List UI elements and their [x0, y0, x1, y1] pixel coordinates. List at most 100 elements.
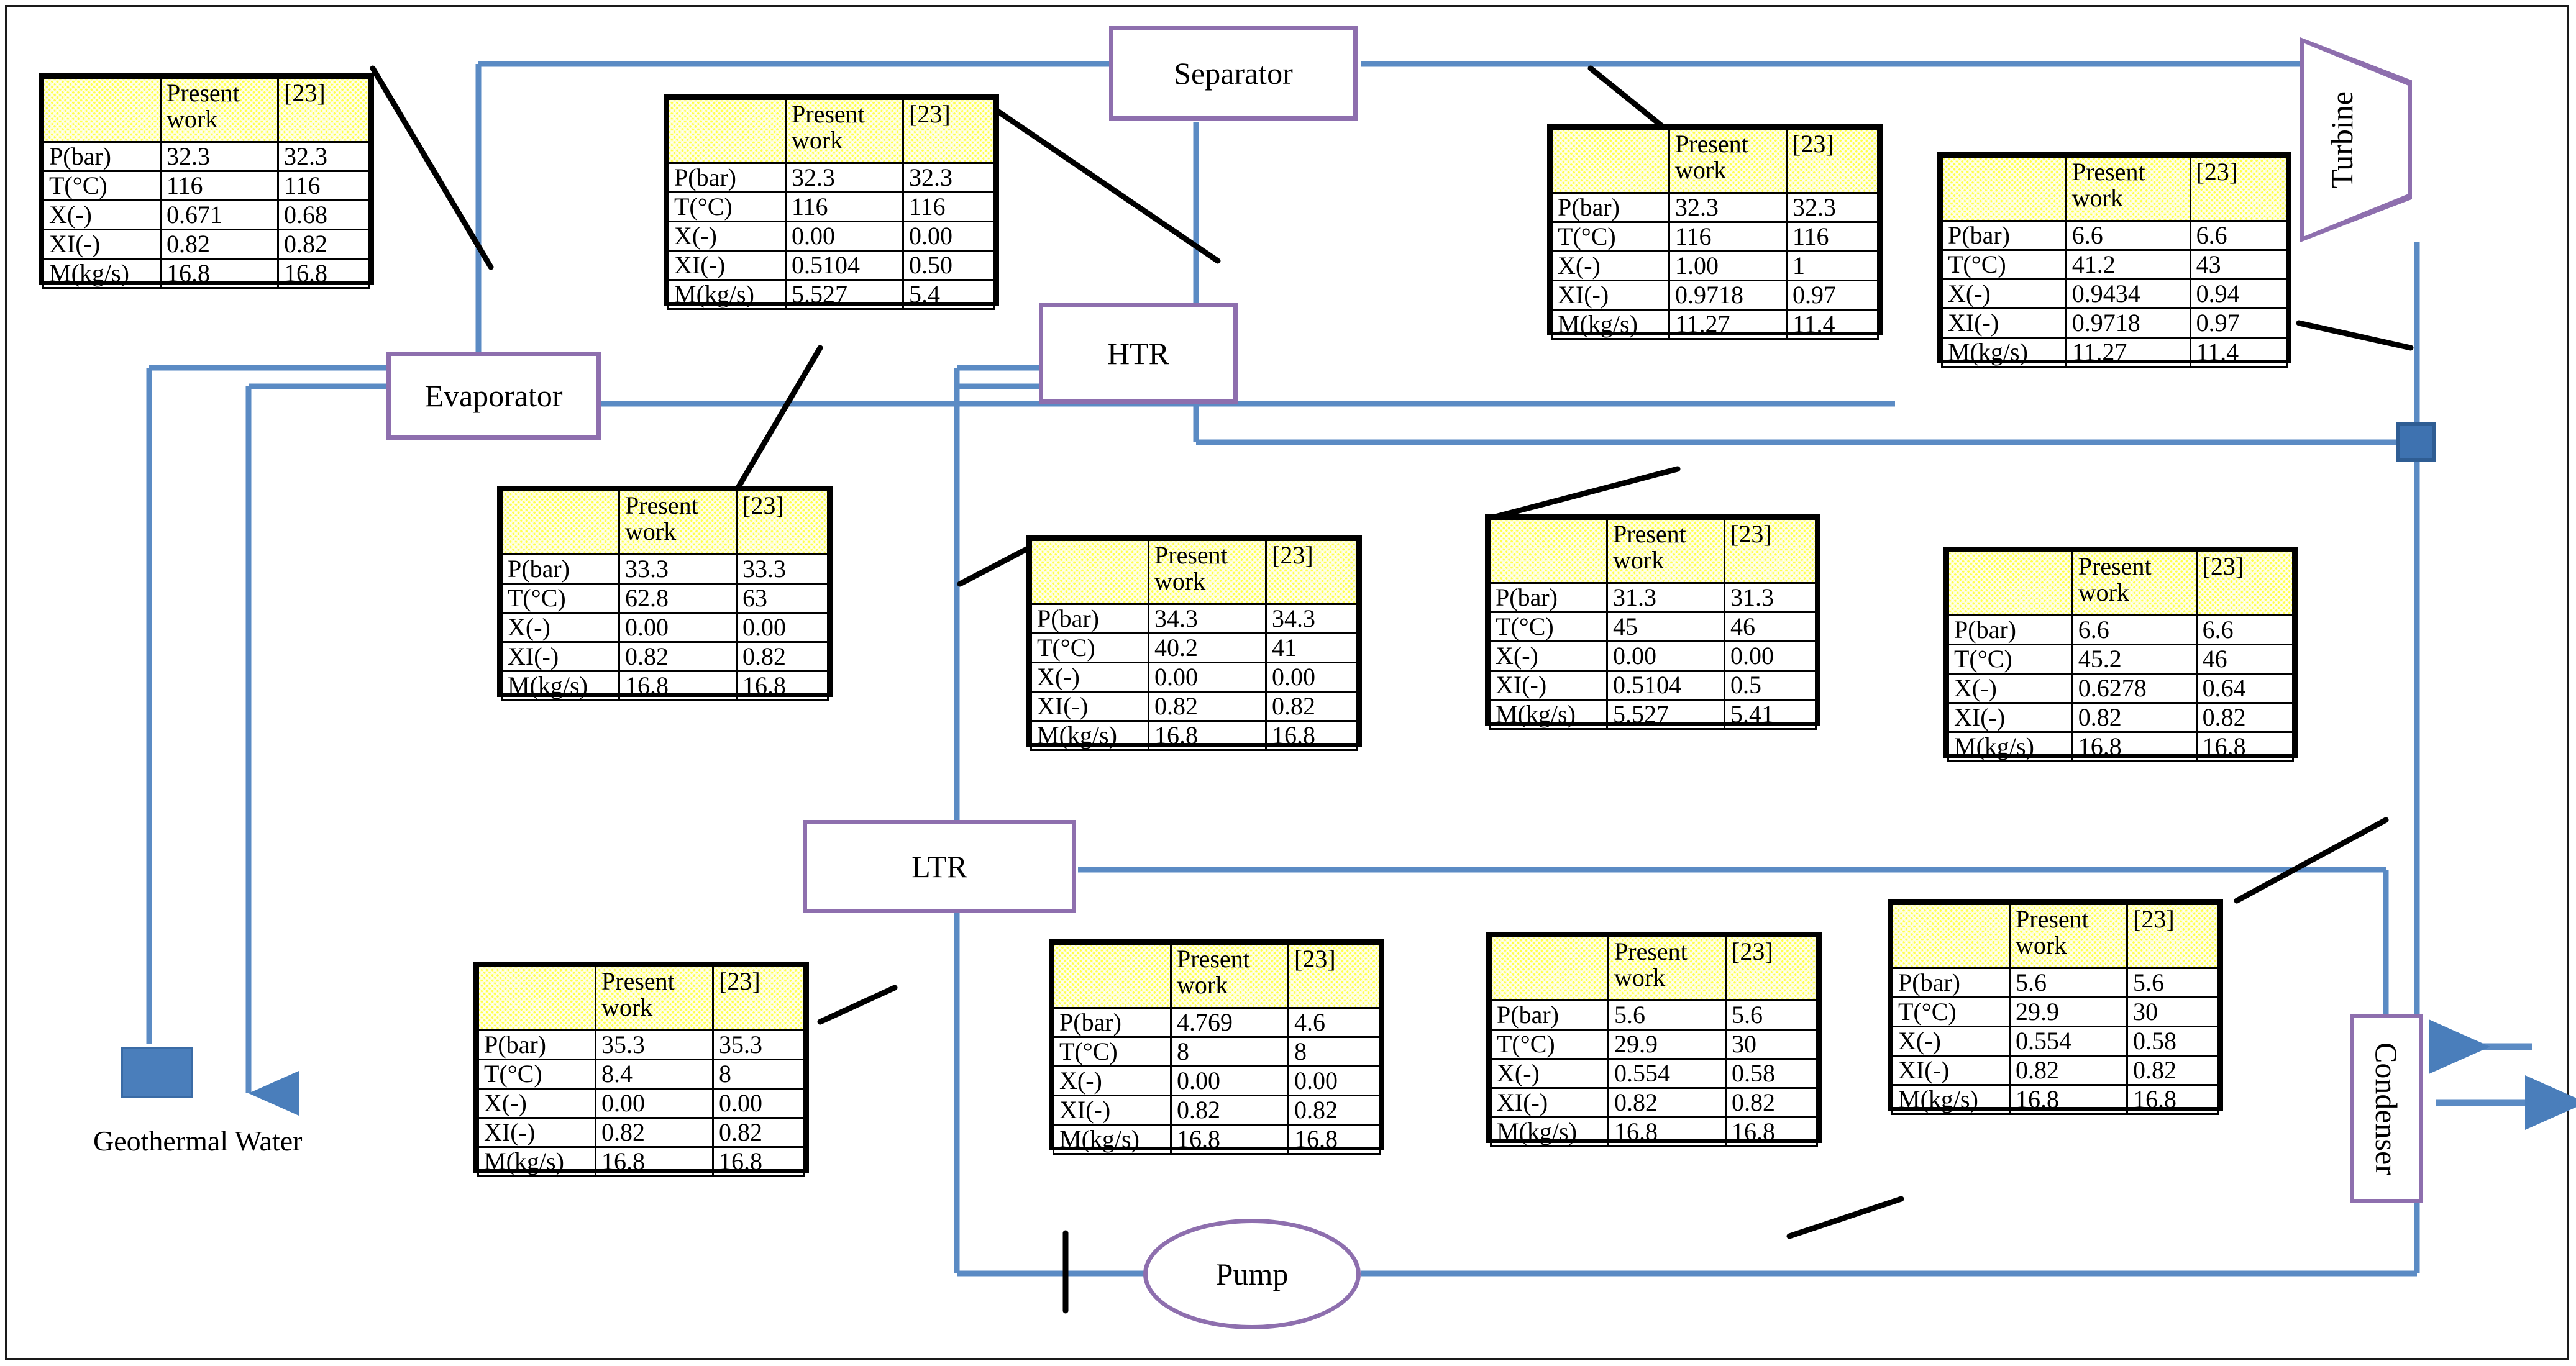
row-ref-value: 0.97	[1786, 280, 1879, 311]
row-present-value: 0.82	[1607, 1087, 1727, 1118]
row-present-value: 0.82	[1148, 691, 1267, 722]
row-present-value: 0.9718	[1668, 280, 1788, 311]
table-header-blank	[1891, 903, 2011, 969]
row-present-value: 116	[785, 191, 904, 222]
table-header-present: Present work	[160, 77, 279, 143]
table-header-ref: [23]	[736, 489, 829, 555]
row-ref-value: 4.6	[1287, 1007, 1381, 1038]
table-header-ref: [23]	[712, 965, 805, 1031]
row-present-value: 0.82	[618, 641, 738, 672]
row-ref-value: 43	[2189, 249, 2288, 280]
row-ref-value: 0.58	[1725, 1058, 1818, 1089]
row-ref-value: 0.00	[736, 612, 829, 643]
row-present-value: 16.8	[2071, 731, 2198, 762]
row-label: XI(-)	[1030, 691, 1149, 722]
row-ref-value: 0.00	[712, 1088, 805, 1119]
table-header-present: Present work	[2065, 156, 2191, 222]
table-header-present: Present work	[618, 489, 738, 555]
component-separator[interactable]: Separator	[1109, 26, 1358, 121]
row-ref-value: 8	[1287, 1036, 1381, 1067]
row-present-value: 16.8	[595, 1146, 714, 1177]
row-label: M(kg/s)	[1947, 731, 2073, 762]
table-header-row: Present work[23]	[42, 77, 370, 143]
table-header-present: Present work	[1148, 539, 1267, 605]
row-ref-value: 11.4	[1786, 309, 1879, 340]
row-present-value: 116	[1668, 221, 1788, 252]
table-header-present: Present work	[1606, 518, 1725, 584]
row-ref-value: 0.82	[1265, 691, 1358, 722]
component-pump[interactable]: Pump	[1143, 1219, 1361, 1329]
row-label: P(bar)	[1891, 967, 2011, 998]
row-present-value: 45.2	[2071, 644, 2198, 675]
row-label: X(-)	[477, 1088, 596, 1119]
row-present-value: 29.9	[2009, 996, 2128, 1027]
table-header-present: Present work	[2071, 550, 2198, 616]
table-header-row: Present work[23]	[1947, 550, 2295, 616]
row-ref-value: 6.6	[2195, 614, 2295, 645]
row-label: P(bar)	[1489, 582, 1608, 613]
table-header-row: Present work[23]	[1489, 518, 1817, 584]
row-label: XI(-)	[501, 641, 620, 672]
component-ltr[interactable]: LTR	[803, 820, 1076, 913]
row-present-value: 5.527	[785, 279, 904, 310]
row-label: XI(-)	[477, 1117, 596, 1148]
table-header-blank	[1490, 936, 1609, 1001]
row-ref-value: 16.8	[736, 670, 829, 701]
row-ref-value: 31.3	[1724, 582, 1817, 613]
row-label: P(bar)	[667, 162, 787, 193]
row-label: P(bar)	[1030, 603, 1149, 634]
component-turbine[interactable]: Turbine	[2300, 37, 2412, 242]
row-ref-value: 63	[736, 583, 829, 614]
component-evaporator[interactable]: Evaporator	[386, 352, 601, 440]
row-ref-value: 6.6	[2189, 220, 2288, 251]
row-present-value: 1.00	[1668, 250, 1788, 281]
row-present-value: 0.554	[1607, 1058, 1727, 1089]
row-label: T(°C)	[1891, 996, 2011, 1027]
row-present-value: 0.00	[595, 1088, 714, 1119]
row-present-value: 5.6	[2009, 967, 2128, 998]
table-header-row: Present work[23]	[1551, 128, 1879, 194]
row-ref-value: 16.8	[1265, 720, 1358, 751]
component-condenser-label: Condenser	[2369, 1042, 2404, 1175]
row-ref-value: 5.4	[902, 279, 995, 310]
row-label: X(-)	[667, 221, 787, 252]
component-condenser[interactable]: Condenser	[2350, 1014, 2423, 1203]
row-label: X(-)	[1551, 250, 1670, 281]
row-present-value: 11.27	[2065, 337, 2191, 368]
row-present-value: 8	[1170, 1036, 1289, 1067]
row-ref-value: 0.82	[277, 229, 370, 260]
row-present-value: 4.769	[1170, 1007, 1289, 1038]
row-label: T(°C)	[1947, 644, 2073, 675]
component-htr[interactable]: HTR	[1039, 303, 1238, 404]
row-present-value: 41.2	[2065, 249, 2191, 280]
row-ref-value: 16.8	[277, 258, 370, 289]
row-label: X(-)	[42, 199, 162, 230]
row-present-value: 0.00	[1170, 1065, 1289, 1096]
table-header-present: Present work	[595, 965, 714, 1031]
table-header-present: Present work	[1668, 128, 1788, 194]
row-label: XI(-)	[1490, 1087, 1609, 1118]
